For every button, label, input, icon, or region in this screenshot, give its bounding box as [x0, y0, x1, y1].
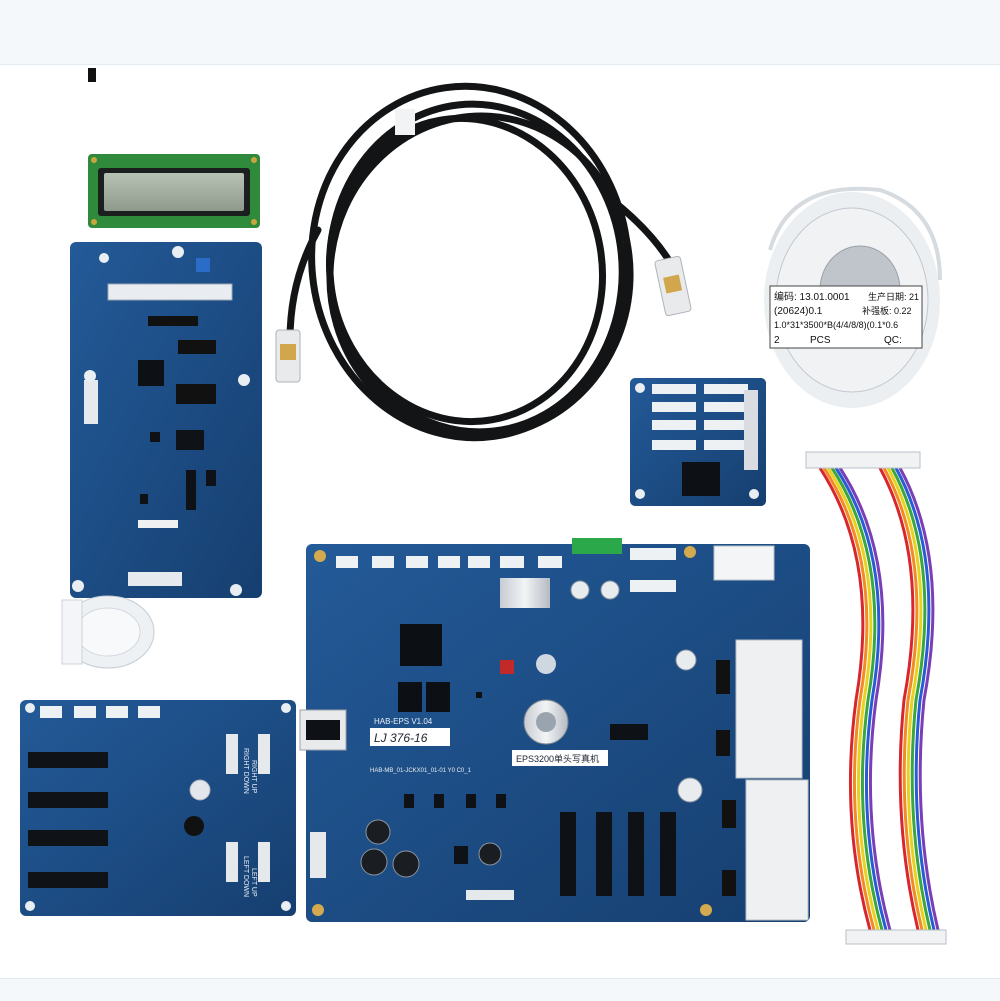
- rainbow-ribbon-cables: [805, 451, 947, 945]
- rj45-plug-left: [275, 329, 301, 383]
- tape-label-line3: 1.0*31*3500*B(4/4/8/8)(0.1*0.6: [774, 320, 898, 330]
- adapter-board: [630, 378, 766, 506]
- tape-label-line1b: 生产日期: 21: [868, 291, 919, 302]
- tape-label-line2b: 补强板: 0.22: [862, 305, 912, 316]
- lcd-module: [88, 154, 260, 228]
- tape-roll: 编码: 13.01.0001 生产日期: 21 (20624)0.1 补强板: …: [764, 186, 942, 408]
- rj45-plug-right: [654, 255, 692, 317]
- tape-label-line1: 编码: 13.01.0001: [774, 290, 850, 303]
- top-band: [0, 0, 1000, 65]
- mark: [88, 68, 96, 82]
- head-board-label-2: LEFT UP: [250, 868, 257, 897]
- control-board: [70, 242, 262, 598]
- tape-label-line4a: 2: [774, 335, 780, 346]
- bottom-band: [0, 978, 1000, 1001]
- head-board-label-1: RIGHT DOWN: [242, 748, 249, 794]
- tape-label-line2: (20624)0.1: [774, 306, 823, 317]
- head-board-label-0: RIGHT UP: [250, 760, 257, 794]
- tape-label-line4c: QC:: [884, 335, 902, 346]
- main-board: LJ 376-16 HAB-EPS V1.04 EPS3200单头写真机 HAB…: [299, 538, 810, 922]
- ribbon-roll: [61, 595, 155, 669]
- board-sticker: LJ 376-16: [374, 731, 428, 745]
- board-product-label: EPS3200单头写真机: [516, 753, 599, 764]
- board-subtext: HAB-MB_01-JCKX01_01-01 Y0 C0_1: [370, 768, 472, 774]
- head-board-label-3: LEFT DOWN: [242, 856, 249, 897]
- board-model: HAB-EPS V1.04: [374, 717, 433, 726]
- ethernet-cable: [286, 82, 674, 442]
- tape-label-line4b: PCS: [810, 335, 831, 346]
- head-board: RIGHT UP RIGHT DOWN LEFT UP LEFT DOWN: [20, 700, 296, 916]
